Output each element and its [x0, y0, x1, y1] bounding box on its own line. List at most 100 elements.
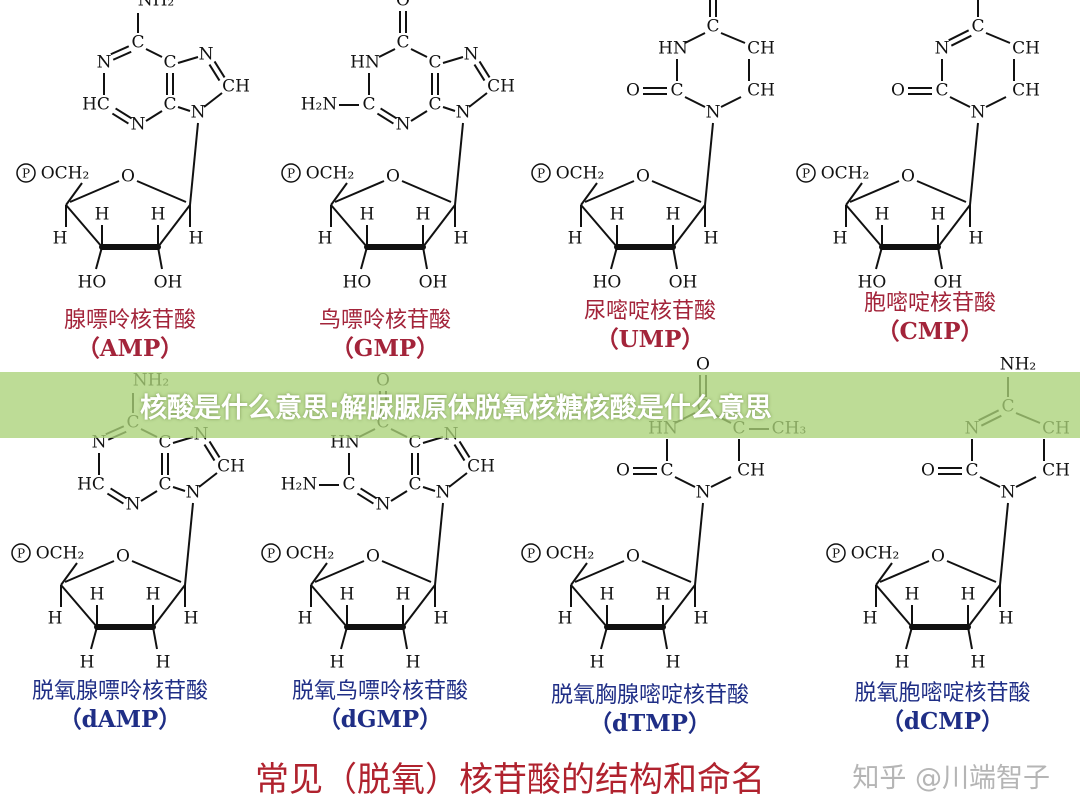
ump-n3-label: HN	[658, 39, 688, 59]
gmp-bond	[442, 106, 456, 112]
amp-bottom-label: HO	[78, 273, 107, 293]
damp-bottom-label: H	[80, 653, 95, 673]
cmp-ring-bond	[937, 204, 971, 248]
cmp-h-label: H	[833, 229, 848, 249]
cmp-glycosidic-bond	[969, 122, 979, 206]
damp-bond	[198, 472, 218, 488]
dgmp-bond	[356, 492, 374, 505]
gmp-h-label: H	[318, 229, 333, 249]
gmp-ring-bond	[422, 204, 456, 248]
amp-bond	[112, 50, 132, 61]
dtmp-bottom-label: H	[666, 653, 681, 673]
amp-n9-label: N	[191, 103, 206, 123]
dgmp-amino-label: H₂N	[281, 475, 318, 495]
amp-bond	[177, 106, 191, 112]
label-dtmp-cn: 脱氧胸腺嘧啶核苷酸	[550, 683, 749, 708]
label-amp: 腺嘌呤核苷酸 （AMP）	[15, 307, 245, 363]
damp-ring-bond	[60, 584, 98, 628]
ump-och2-label: OCH₂	[556, 164, 605, 184]
dcmp-glycosidic-bond	[999, 502, 1009, 586]
dgmp-h-label: H	[340, 585, 355, 605]
label-cmp-abbr: （CMP）	[876, 318, 984, 345]
gmp-c8-label: CH	[487, 77, 515, 97]
dcmp-bottom-bond	[967, 626, 973, 650]
dcmp-c2-o-label: O	[921, 461, 935, 481]
damp-h-label: H	[48, 609, 63, 629]
gmp-h-label: H	[360, 205, 375, 225]
damp-bond	[106, 492, 124, 505]
ump-bond	[684, 32, 706, 44]
dtmp-ring-bond	[641, 560, 692, 583]
dgmp-c5-bond	[310, 562, 328, 586]
damp-bond	[110, 487, 128, 500]
dgmp-ring-bond	[314, 560, 365, 583]
dcmp-h-label: H	[999, 609, 1014, 629]
dcmp-och2-label: OCH₂	[851, 544, 900, 564]
amp-n3-label: N	[131, 115, 146, 135]
phosphate-label: P	[527, 547, 535, 561]
dtmp-ring-oxygen: O	[626, 547, 640, 567]
dcmp-h-label: H	[905, 585, 920, 605]
gmp-bond	[468, 92, 488, 108]
dgmp-bond	[390, 490, 408, 502]
gmp-bond	[380, 107, 398, 120]
damp-h-label: H	[90, 585, 105, 605]
dtmp-ring-bond	[662, 584, 696, 628]
amp-c8-label: CH	[222, 77, 250, 97]
amp-h-label: H	[53, 229, 68, 249]
amp-bond	[213, 60, 226, 78]
dgmp-ring-bond	[402, 584, 436, 628]
dtmp-c2-o-label: O	[616, 461, 630, 481]
label-damp-abbr: （dAMP）	[58, 706, 182, 733]
ump-bottom-bond	[610, 246, 618, 270]
gmp-glycosidic-bond	[454, 122, 464, 206]
label-amp-abbr: （AMP）	[76, 335, 184, 362]
amp-n1-label: N	[97, 53, 112, 73]
dcmp-c5-bond	[875, 562, 893, 586]
damp-bond	[140, 490, 158, 502]
ump-bond	[684, 96, 706, 108]
amp-c5-bond	[65, 182, 83, 206]
amp-glycosidic-bond	[189, 122, 199, 206]
amp-bond	[208, 64, 221, 82]
damp-c4-label: C	[158, 475, 171, 495]
amp-phosphate-circle	[16, 163, 36, 183]
label-dgmp-cn: 脱氧鸟嘌呤核苷酸	[291, 679, 468, 704]
dgmp-n9-label: N	[436, 483, 451, 503]
dtmp-c2-label: C	[660, 461, 673, 481]
dcmp-phosphate-circle	[826, 543, 846, 563]
dcmp-h-label: H	[961, 585, 976, 605]
gmp-n7-label: N	[464, 45, 479, 65]
cmp-ring-bond	[845, 204, 883, 248]
gmp-n3-label: N	[396, 115, 411, 135]
gmp-c5-bond	[330, 182, 348, 206]
cmp-bottom-label: OH	[934, 273, 963, 293]
cmp-n3-label: N	[935, 39, 950, 59]
damp-och2-label: OCH₂	[36, 544, 85, 564]
dtmp-n1-label: N	[696, 483, 711, 503]
gmp-h-label: H	[416, 205, 431, 225]
label-ump-cn: 尿嘧啶核苷酸	[583, 299, 716, 324]
label-dgmp-abbr: （dGMP）	[317, 706, 443, 733]
dgmp-c2-label: C	[342, 475, 355, 495]
ump-c5-bond	[580, 182, 598, 206]
amp-bond	[203, 92, 223, 108]
label-cmp-cn: 胞嘧啶核苷酸	[863, 291, 996, 316]
gmp-amino-label: H₂N	[301, 95, 338, 115]
amp-bond	[111, 112, 129, 125]
gmp-bond	[410, 48, 428, 58]
cmp-bond	[985, 96, 1007, 108]
label-dcmp: 脱氧胞嘧啶核苷酸 （dCMP）	[815, 680, 1070, 736]
damp-bond	[203, 444, 216, 462]
dgmp-ring-bond	[310, 584, 348, 628]
ump-bottom-label: OH	[669, 273, 698, 293]
ump-c4-label: C	[706, 17, 719, 37]
gmp-bottom-label: OH	[419, 273, 448, 293]
cmp-bond	[985, 32, 1011, 44]
dcmp-bottom-label: H	[895, 653, 910, 673]
banner-title: 核酸是什么意思:解脲脲原体脱氧核糖核酸是什么意思	[140, 392, 772, 424]
gmp-ring-bond	[401, 180, 452, 203]
label-ump-abbr: （UMP）	[595, 326, 705, 353]
gmp-bond	[478, 60, 491, 78]
